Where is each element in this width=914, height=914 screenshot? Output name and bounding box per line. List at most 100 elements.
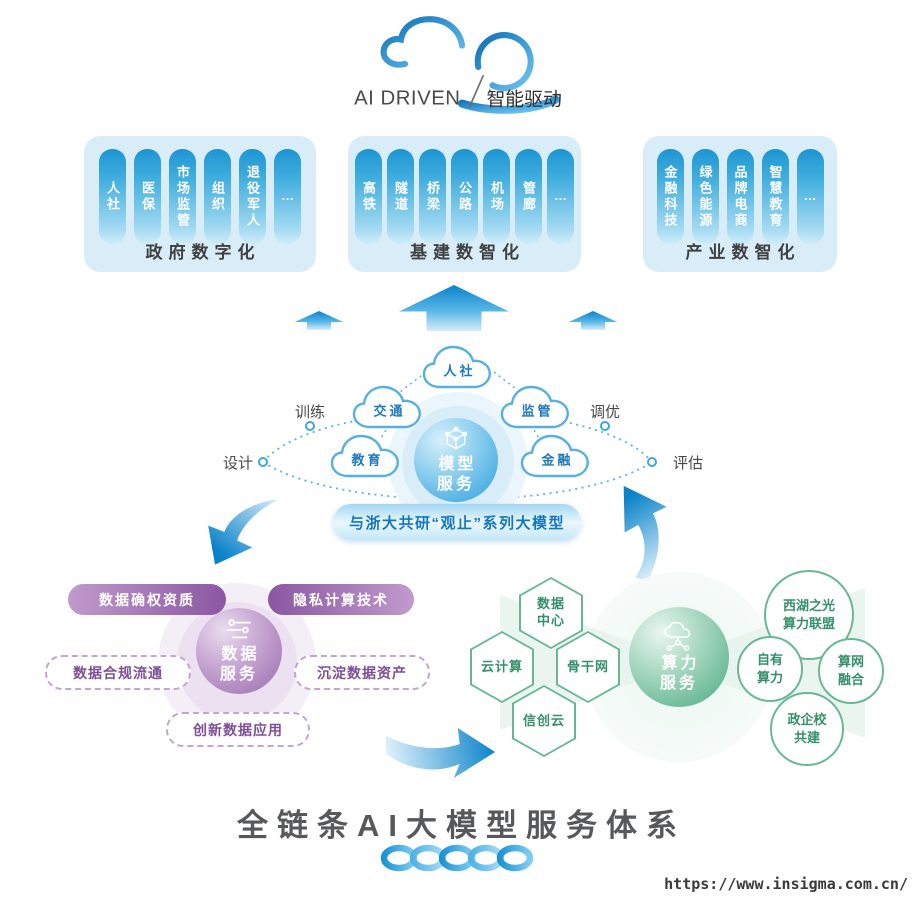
logo-text-zh: 智能驱动 bbox=[486, 89, 561, 110]
cloud-tag-label: 交通 bbox=[373, 403, 406, 419]
stage-label-design: 设计 bbox=[222, 455, 253, 472]
sector-title: 政府数字化 bbox=[145, 243, 261, 262]
pill-label: 高铁 bbox=[361, 180, 376, 213]
stage-label-evaluate: 评估 bbox=[672, 455, 703, 472]
compute-hex-cloud: 云计算 bbox=[470, 631, 534, 703]
cloud-tag-label: 教育 bbox=[351, 452, 384, 468]
pill-label: 机场 bbox=[489, 180, 504, 213]
curved-arrow-up-right-icon bbox=[623, 485, 667, 582]
computing-service-label: 算力服务 bbox=[659, 654, 700, 692]
cloud-tag-label: 人社 bbox=[443, 363, 476, 379]
sector-pill: 公路 bbox=[451, 149, 478, 244]
sector-pill: 医保 bbox=[134, 149, 161, 244]
up-arrow-icon bbox=[568, 311, 618, 330]
data-tag-solid: 隐私计算技术 bbox=[268, 584, 414, 615]
cloud-tag-jiaotong: 交通 bbox=[350, 383, 426, 431]
compute-circle-own: 自有算力 bbox=[737, 636, 803, 702]
sector-title: 基建数智化 bbox=[410, 243, 525, 262]
sector-pill-row: 高铁 隧道 桥梁 公路 机场 管廊 … bbox=[348, 149, 581, 244]
data-tag-dashed: 沉淀数据资产 bbox=[294, 655, 430, 690]
pill-label: 品牌电商 bbox=[732, 164, 748, 229]
computing-service-circle: 算力服务 bbox=[629, 607, 729, 707]
sector-title: 产业数智化 bbox=[685, 243, 801, 262]
up-arrow-icon bbox=[294, 311, 344, 330]
sector-pill: 人社 bbox=[99, 149, 126, 244]
data-tag-dashed: 数据合规流通 bbox=[45, 655, 191, 690]
cloud-tag-jinrong: 金融 bbox=[518, 432, 594, 480]
sector-pill: … bbox=[796, 149, 824, 244]
cloud-tag-label: 监管 bbox=[521, 403, 554, 419]
cloud-icon bbox=[352, 385, 421, 429]
hex-label: 云计算 bbox=[480, 658, 523, 674]
coop-banner: 与浙大共研“观止”系列大模型 bbox=[333, 504, 581, 540]
orbit-node-evaluate bbox=[647, 457, 657, 467]
cloud-icon bbox=[500, 385, 569, 429]
logo-text-en: AI DRIVEN bbox=[354, 88, 460, 110]
cloud-tag-label: 金融 bbox=[541, 452, 574, 468]
cloud-swirl-icon bbox=[474, 32, 534, 92]
pill-label: 桥梁 bbox=[425, 180, 440, 213]
model-service-circle: 模型服务 bbox=[414, 418, 498, 502]
curved-arrow-right-icon bbox=[385, 728, 496, 778]
data-service-label: 数据服务 bbox=[219, 645, 260, 683]
ai-driven-logo: AI DRIVEN 智能驱动 bbox=[354, 16, 562, 114]
data-tag-dashed: 创新数据应用 bbox=[166, 712, 310, 747]
cloud-network-icon bbox=[664, 621, 691, 651]
compute-hex-datacenter: 数据中心 bbox=[519, 577, 583, 649]
gcircle-label: 西湖之光算力联盟 bbox=[782, 598, 835, 631]
cloud-icon bbox=[330, 434, 399, 478]
data-tag-solid: 数据确权资质 bbox=[68, 584, 226, 615]
pill-label: 人社 bbox=[105, 180, 120, 213]
sector-pill: 桥梁 bbox=[419, 149, 446, 244]
sector-pill: 品牌电商 bbox=[726, 149, 754, 244]
model-service-label: 模型服务 bbox=[436, 455, 477, 493]
gcircle-label: 算网融合 bbox=[837, 654, 864, 687]
pill-label: 金融科技 bbox=[662, 164, 678, 229]
cloud-tag-renshe: 人社 bbox=[420, 343, 496, 391]
up-arrow-icon bbox=[398, 285, 510, 331]
sector-panel-industry: 金融科技 绿色能源 品牌电商 智慧教育 … 产业数智化 bbox=[643, 136, 837, 272]
hex-label: 骨干网 bbox=[566, 658, 609, 674]
pill-label: 智慧教育 bbox=[767, 164, 783, 229]
pill-label: 组织 bbox=[210, 180, 225, 213]
sector-pill: 退役军人 bbox=[239, 149, 266, 244]
sector-pill: 组织 bbox=[204, 149, 231, 244]
pill-label: 公路 bbox=[457, 180, 472, 213]
cloud-tag-jianguan: 监管 bbox=[498, 383, 574, 431]
stage-label-train: 训练 bbox=[294, 404, 325, 421]
logo-slash bbox=[468, 74, 485, 109]
gcircle-label: 政企校共建 bbox=[787, 712, 827, 745]
sector-pill: 市场监管 bbox=[169, 149, 196, 244]
sector-panel-infrastructure: 高铁 隧道 桥梁 公路 机场 管廊 … 基建数智化 bbox=[348, 136, 581, 272]
pill-label: 隧道 bbox=[393, 180, 408, 213]
sector-pill: … bbox=[274, 149, 301, 244]
sliders-icon bbox=[227, 618, 252, 638]
cube-3d-icon bbox=[444, 426, 468, 450]
sector-pill-row: 人社 医保 市场监管 组织 退役军人 … bbox=[84, 149, 316, 244]
sector-pill: … bbox=[547, 149, 574, 244]
cloud-icon bbox=[520, 434, 589, 478]
pill-label: … bbox=[553, 187, 568, 206]
cloud-tag-jiaoyu: 教育 bbox=[328, 432, 404, 480]
sector-pill: 隧道 bbox=[387, 149, 414, 244]
pill-label: 绿色能源 bbox=[697, 164, 713, 229]
data-service-circle: 数据服务 bbox=[196, 608, 282, 694]
curved-arrow-down-left-icon bbox=[208, 499, 280, 565]
hex-label: 数据中心 bbox=[536, 596, 565, 628]
gcircle-label: 自有算力 bbox=[756, 652, 783, 685]
pill-label: 管廊 bbox=[521, 180, 536, 213]
sector-pill: 管廊 bbox=[515, 149, 542, 244]
cloud-icon bbox=[422, 345, 491, 389]
pill-label: … bbox=[802, 187, 818, 206]
sector-pill: 绿色能源 bbox=[691, 149, 719, 244]
sector-pill: 高铁 bbox=[355, 149, 382, 244]
site-url-link[interactable]: https://www.insigma.com.cn/ bbox=[664, 875, 908, 893]
orbit-node-tune bbox=[600, 421, 610, 431]
pill-label: 市场监管 bbox=[175, 164, 190, 229]
compute-circle-gov-enterprise: 政企校共建 bbox=[770, 692, 844, 766]
sector-pill-row: 金融科技 绿色能源 品牌电商 智慧教育 … bbox=[643, 149, 837, 244]
compute-circle-fusion: 算网融合 bbox=[818, 638, 884, 704]
sector-panel-government: 人社 医保 市场监管 组织 退役军人 … 政府数字化 bbox=[84, 136, 316, 272]
stage-label-tune: 调优 bbox=[589, 404, 620, 421]
